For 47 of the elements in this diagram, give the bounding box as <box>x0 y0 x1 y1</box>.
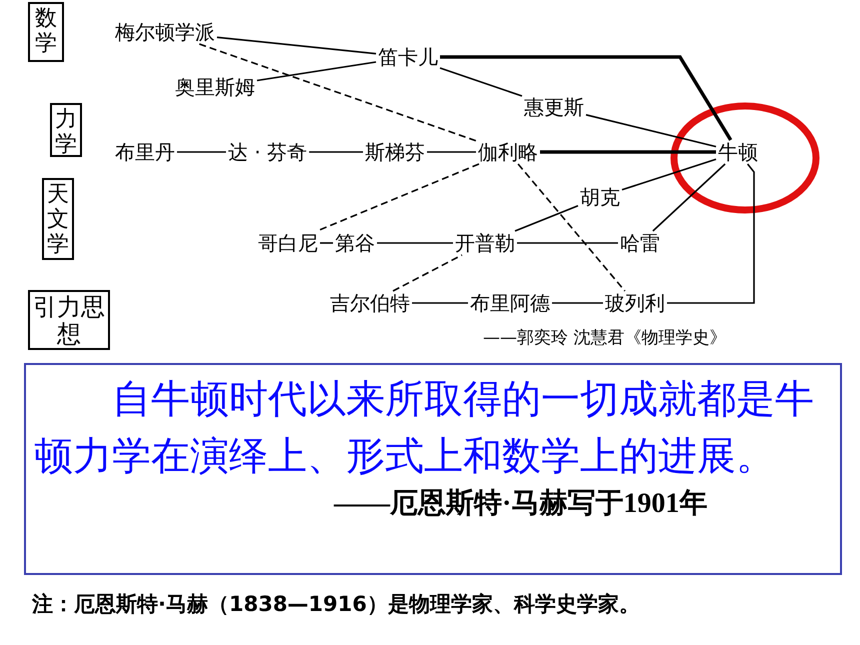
person-name: 哥白尼 <box>258 231 318 255</box>
person-name: 玻列利 <box>605 291 665 315</box>
category-box: 力学 <box>50 103 82 157</box>
person-name: 斯梯芬 <box>365 140 425 164</box>
connector-line <box>216 36 376 54</box>
connector-line <box>552 302 603 304</box>
quote-text: 自牛顿时代以来所取得的一切成就都是牛顿力学在演绎上、形式上和数学上的进展。 <box>34 376 815 481</box>
category-box: 天文学 <box>42 178 74 260</box>
connector-line <box>540 150 716 154</box>
person-name: 布里丹 <box>115 140 175 164</box>
dashed-connector <box>392 254 462 292</box>
connector-line <box>517 242 618 244</box>
connector-line <box>309 151 363 153</box>
category-box: 数学 <box>28 2 64 62</box>
connector-line <box>440 55 732 141</box>
person-name: 惠更斯 <box>524 95 584 119</box>
person-name: 牛顿 <box>718 140 758 164</box>
person-name: 吉尔伯特 <box>330 291 410 315</box>
dashed-connector <box>199 43 476 142</box>
quote-attribution: ——厄恩斯特·马赫写于1901年 <box>334 487 708 521</box>
quote-box <box>24 363 842 575</box>
connector-line <box>320 242 333 244</box>
connector-line <box>586 114 716 148</box>
connector-line <box>652 163 726 232</box>
dashed-connector <box>517 163 626 292</box>
connector-line <box>440 67 522 97</box>
person-name: 第谷 <box>335 231 375 255</box>
connector-line <box>514 205 578 232</box>
connector-line <box>622 158 716 191</box>
connector-line <box>256 61 376 82</box>
connector-line <box>177 151 226 153</box>
connector-line <box>427 151 476 153</box>
person-name: 达 · 芬奇 <box>228 140 308 164</box>
person-name: 梅尔顿学派 <box>115 20 215 44</box>
person-name: 胡克 <box>580 185 620 209</box>
footnote: 注：厄恩斯特·马赫（1838—1916）是物理学家、科学史学家。 <box>32 591 640 618</box>
person-name: 奥里斯姆 <box>175 75 255 99</box>
connector-line <box>667 164 755 304</box>
connector-line <box>412 302 468 304</box>
person-name: 布里阿德 <box>470 291 550 315</box>
person-name: 哈雷 <box>620 231 660 255</box>
person-name: 伽利略 <box>478 140 538 164</box>
person-name: 笛卡儿 <box>378 45 438 69</box>
source-citation: ——郭奕玲 沈慧君《物理学史》 <box>483 327 726 349</box>
category-box: 引力思想 <box>28 290 110 350</box>
connector-line <box>377 242 453 244</box>
person-name: 开普勒 <box>455 231 515 255</box>
